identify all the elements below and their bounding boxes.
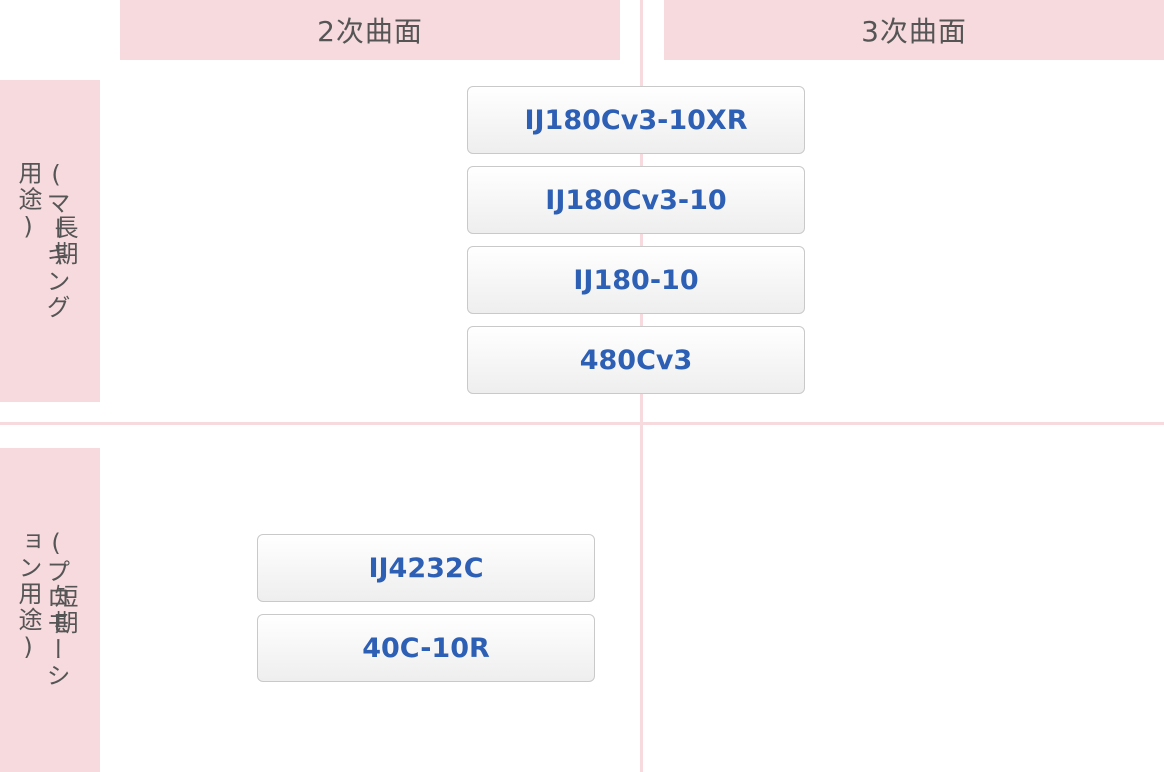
model-button-40c-10r[interactable]: 40C-10R: [257, 614, 595, 682]
row-label-short-term: 短期: [50, 584, 78, 636]
model-button-480cv3[interactable]: 480Cv3: [467, 326, 805, 394]
model-button-ij4232c[interactable]: IJ4232C: [257, 534, 595, 602]
column-header-3d: 3次曲面: [664, 0, 1164, 60]
model-button-ij180-10[interactable]: IJ180-10: [467, 246, 805, 314]
row-header-long-term: 長期 (マーキング用途): [0, 80, 100, 402]
row-label-long-term: 長期: [50, 215, 78, 267]
model-button-ij180cv3-10xr[interactable]: IJ180Cv3-10XR: [467, 86, 805, 154]
row-sublabel-marking: (マーキング用途): [14, 160, 70, 321]
row-header-short-term: 短期 (プロモーション用途): [0, 448, 100, 772]
column-header-2d: 2次曲面: [120, 0, 620, 60]
horizontal-divider: [0, 422, 1164, 425]
row-sublabel-promotion: (プロモーション用途): [14, 529, 70, 689]
model-button-ij180cv3-10[interactable]: IJ180Cv3-10: [467, 166, 805, 234]
